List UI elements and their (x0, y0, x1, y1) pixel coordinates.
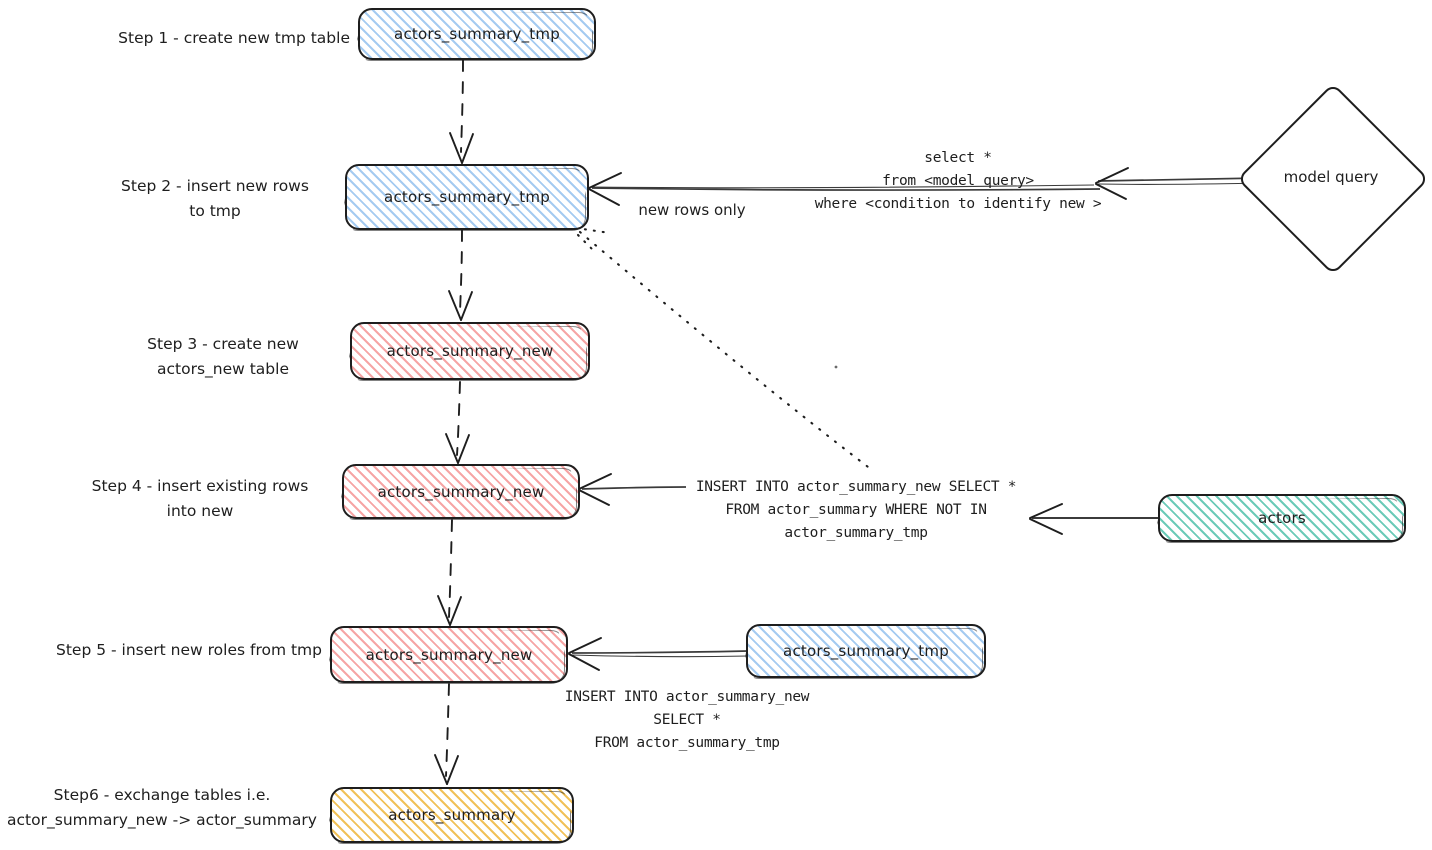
stray-dot-artifact (834, 365, 838, 369)
annotation-step5-sql: INSERT INTO actor_summary_new SELECT * F… (564, 689, 810, 751)
node-actors-summary-new-step5[interactable]: actors_summary_new (330, 626, 568, 683)
annotation-model-query-sql: select * from <model query> where <condi… (814, 150, 1102, 212)
diamond-label: model query (1283, 168, 1379, 186)
edge-tmp1-to-tmp2 (449, 59, 474, 164)
step-5-label: Step 5 - insert new roles from tmp (56, 641, 322, 659)
node-label: actors_summary_new (377, 482, 545, 501)
edge-tmp2-dotted-to-step4-sql (574, 226, 874, 472)
node-actors-summary-step6[interactable]: actors_summary (330, 787, 574, 843)
step-4-label: Step 4 - insert existing rows into new (91, 477, 309, 520)
step-2-label: Step 2 - insert new rows to tmp (121, 177, 309, 220)
node-label: actors_summary_tmp (394, 25, 560, 43)
annotation-step4-sql: INSERT INTO actor_summary_new SELECT * F… (695, 479, 1017, 541)
node-actors-summary-tmp-step2[interactable]: actors_summary_tmp (345, 164, 589, 230)
edge-step4sql-to-new4 (578, 473, 687, 506)
edge-actors-to-step4sql (1029, 503, 1158, 535)
edge-tmp2-to-new3 (448, 229, 473, 321)
node-label: actors_summary_new (365, 645, 533, 664)
node-label: actors (1258, 509, 1306, 527)
node-model-query-diamond[interactable]: model query (1236, 82, 1430, 276)
node-label: actors_summary_tmp (783, 642, 949, 660)
node-label: actors_summary_new (386, 342, 554, 360)
step-3-label: Step 3 - create new actors_new table (147, 335, 299, 378)
node-actors-summary-tmp-source-step5[interactable]: actors_summary_tmp (746, 624, 986, 678)
annotation-new-rows-only: new rows only (638, 201, 746, 219)
step-6-label: Step6 - exchange tables i.e. actor_summa… (7, 786, 317, 829)
node-actors-source[interactable]: actors (1158, 494, 1406, 542)
edge-tmp5right-to-new5 (568, 637, 749, 671)
node-label: actors_summary_tmp (384, 188, 550, 206)
edge-new4-to-new5 (437, 519, 462, 626)
node-label: actors_summary (388, 806, 516, 824)
edge-new3-to-new4 (445, 381, 470, 464)
node-actors-summary-tmp-step1[interactable]: actors_summary_tmp (358, 8, 596, 60)
node-actors-summary-new-step3[interactable]: actors_summary_new (350, 322, 590, 380)
node-actors-summary-new-step4[interactable]: actors_summary_new (342, 464, 580, 519)
edge-new5-to-summary6 (434, 683, 459, 785)
step-1-label: Step 1 - create new tmp table (118, 29, 350, 47)
